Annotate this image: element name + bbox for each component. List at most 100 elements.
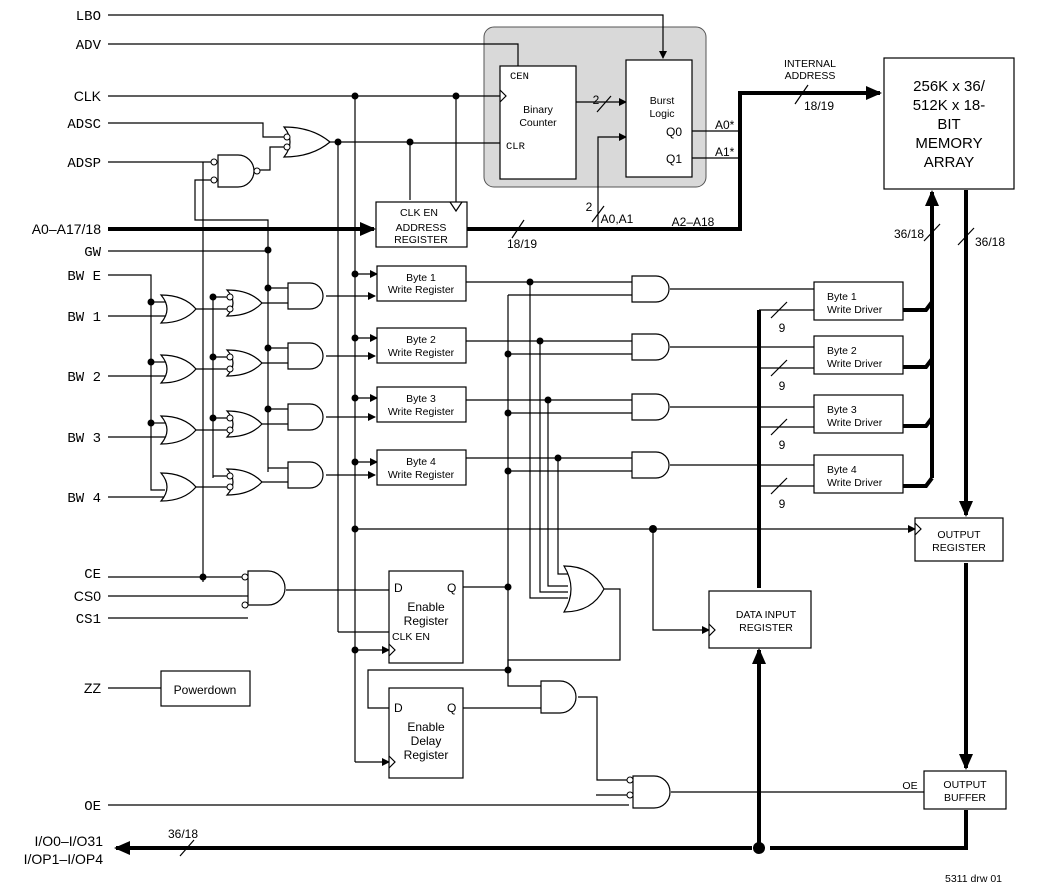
svg-text:36/18: 36/18 [894, 227, 924, 241]
adsc-label: ADSC [67, 117, 101, 133]
svg-text:Logic: Logic [649, 108, 674, 120]
svg-text:Enable: Enable [407, 600, 445, 614]
svg-text:256K x 36/: 256K x 36/ [913, 78, 986, 95]
byte2-write-register [376, 327, 467, 364]
byte1-write-register [376, 265, 467, 302]
svg-text:ADDRESS: ADDRESS [785, 70, 836, 82]
svg-text:Q0: Q0 [666, 125, 682, 139]
svg-text:D: D [394, 701, 403, 715]
svg-text:2: 2 [593, 93, 600, 107]
svg-text:Register: Register [404, 748, 449, 762]
svg-text:CLK EN: CLK EN [392, 631, 430, 643]
svg-text:Byte 2: Byte 2 [406, 334, 436, 346]
enable-register-box [388, 570, 464, 664]
output-buffer-box [923, 770, 1007, 810]
svg-text:Write Driver: Write Driver [827, 417, 883, 429]
signal-labels: LBO ADV CLK ADSC ADSP A0–A17/18 GW BW E … [24, 9, 104, 867]
clr-label: CLR [506, 141, 526, 153]
svg-text:DATA INPUT: DATA INPUT [736, 609, 797, 621]
svg-text:Byte 1: Byte 1 [827, 291, 857, 303]
block-labels: CEN Binary Counter CLR Burst Logic Q0 Q1… [174, 71, 988, 804]
svg-text:BUFFER: BUFFER [944, 792, 986, 804]
bw-or2-gates [225, 289, 263, 496]
adsp-nand-gate [217, 154, 255, 188]
bw-or-gates [159, 294, 197, 502]
svg-text:INTERNAL: INTERNAL [784, 58, 836, 70]
svg-text:A0,A1: A0,A1 [601, 212, 634, 226]
svg-text:9: 9 [779, 379, 786, 393]
svg-text:9: 9 [779, 497, 786, 511]
gw-label: GW [84, 245, 101, 261]
byte3-write-register [376, 386, 467, 423]
drawing-number: 5311 drw 01 [945, 873, 1002, 885]
cen-label: CEN [510, 71, 529, 83]
svg-text:ADDRESS: ADDRESS [396, 222, 447, 234]
byte4-write-register [376, 449, 467, 486]
svg-text:D: D [394, 581, 403, 595]
svg-text:OE: OE [902, 780, 917, 792]
svg-text:OUTPUT: OUTPUT [943, 779, 987, 791]
svg-text:Byte 4: Byte 4 [406, 456, 436, 468]
enable-or-gate [562, 565, 605, 613]
svg-text:36/18: 36/18 [975, 235, 1005, 249]
bw3-label: BW 3 [67, 431, 101, 447]
memory-array-box [883, 57, 1015, 190]
adv-label: ADV [76, 38, 102, 54]
bw2-label: BW 2 [67, 370, 101, 386]
powerdown-box [160, 670, 251, 707]
svg-text:CLK EN: CLK EN [400, 207, 438, 219]
svg-text:Burst: Burst [650, 95, 675, 107]
oe-and-gate [632, 775, 671, 809]
output-register-box [914, 517, 1004, 562]
clk-label: CLK [74, 88, 102, 104]
svg-text:18/19: 18/19 [507, 237, 537, 251]
address-register-box [375, 201, 468, 248]
delay-and-gate [540, 680, 577, 714]
svg-text:Byte 3: Byte 3 [406, 393, 436, 405]
svg-text:A1*: A1* [715, 145, 735, 159]
svg-text:OUTPUT: OUTPUT [937, 529, 981, 541]
svg-text:9: 9 [779, 321, 786, 335]
bw4-label: BW 4 [67, 491, 101, 507]
svg-text:Write Register: Write Register [388, 469, 455, 481]
burst-logic-box [625, 59, 693, 178]
svg-text:Byte 1: Byte 1 [406, 272, 436, 284]
svg-text:BIT: BIT [937, 116, 960, 133]
byte4-write-driver [813, 454, 904, 494]
io-label-2: I/OP1–I/OP4 [24, 851, 104, 867]
byte3-write-driver [813, 394, 904, 434]
svg-text:Q1: Q1 [666, 152, 682, 166]
bw-and-gates [287, 282, 324, 489]
svg-text:Byte 4: Byte 4 [827, 464, 857, 476]
bwe-label: BW E [67, 269, 101, 285]
svg-text:REGISTER: REGISTER [932, 542, 986, 554]
bw1-label: BW 1 [67, 310, 101, 326]
svg-text:ARRAY: ARRAY [924, 154, 975, 171]
address-bus-label: A0–A17/18 [32, 221, 101, 237]
svg-text:18/19: 18/19 [804, 99, 834, 113]
svg-text:A2–A18: A2–A18 [672, 215, 715, 229]
annotation-labels: INTERNAL ADDRESS 18/19 18/19 36/18 36/18… [168, 58, 1005, 885]
svg-text:Write Register: Write Register [388, 406, 455, 418]
svg-text:Write Driver: Write Driver [827, 358, 883, 370]
svg-text:Powerdown: Powerdown [174, 683, 237, 697]
oe-label: OE [84, 799, 101, 815]
svg-text:Counter: Counter [519, 117, 557, 129]
svg-text:36/18: 36/18 [168, 827, 198, 841]
adsp-label: ADSP [67, 156, 101, 172]
svg-text:Q: Q [447, 581, 456, 595]
cs1-label: CS1 [76, 612, 101, 628]
adsc-or-gate [282, 126, 331, 158]
svg-text:REGISTER: REGISTER [394, 234, 448, 246]
svg-text:REGISTER: REGISTER [739, 622, 793, 634]
byte2-write-driver [813, 335, 904, 375]
ce-label: CE [84, 567, 101, 583]
enable-delay-register-box [388, 687, 464, 779]
svg-text:Write Register: Write Register [388, 284, 455, 296]
svg-text:Enable: Enable [407, 720, 445, 734]
io-label-1: I/O0–I/O31 [35, 833, 104, 849]
cs0-label: CS0 [74, 588, 101, 604]
zz-label: ZZ [84, 680, 102, 696]
lbo-label: LBO [76, 9, 101, 25]
